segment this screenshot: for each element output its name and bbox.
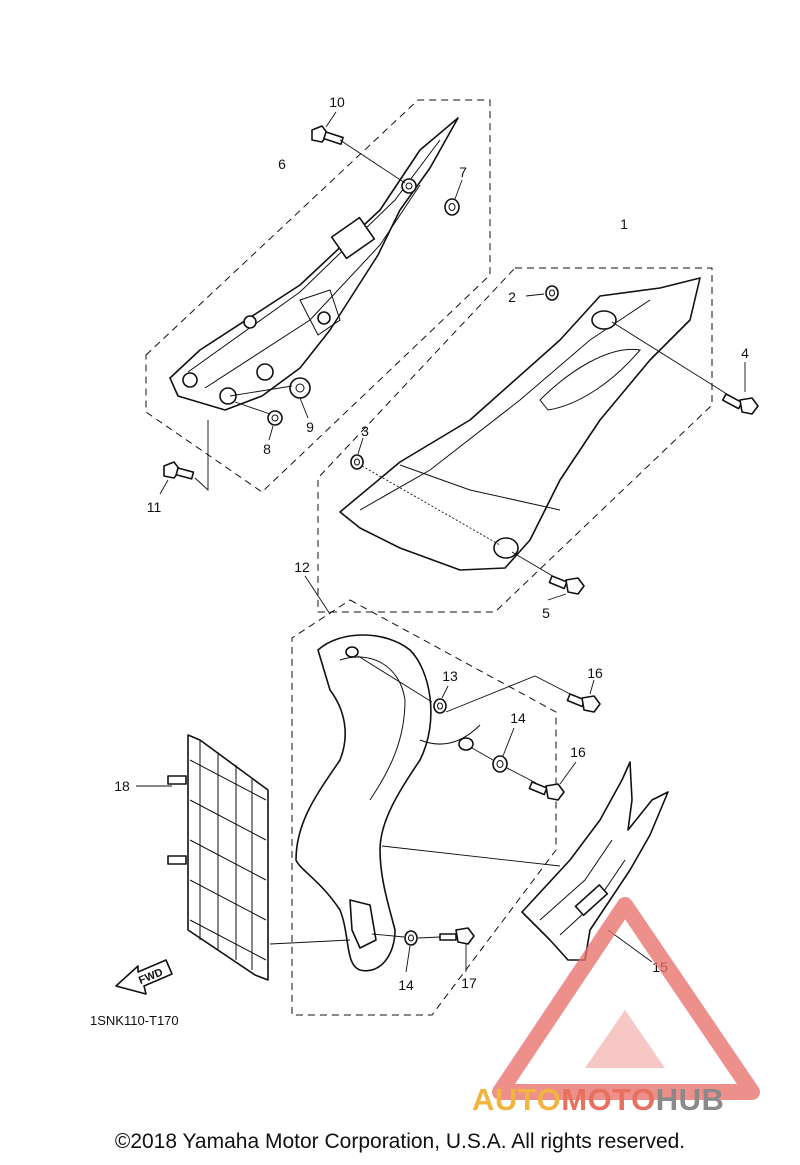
- part-12-side-panel: [291, 575, 557, 1016]
- automotohub-logo-mark: [492, 897, 760, 1100]
- part-15-decal: [381, 761, 669, 963]
- callout-18: 18: [114, 778, 130, 794]
- bolt-5: [511, 551, 585, 601]
- washer-3: [350, 437, 501, 546]
- callout-17: 17: [461, 975, 477, 991]
- callout-3: 3: [361, 423, 369, 439]
- callout-11: 11: [147, 499, 162, 515]
- bolt-16-upper: [445, 675, 601, 713]
- callout-2: 2: [508, 289, 516, 305]
- callout-9: 9: [306, 419, 314, 435]
- callout-14-lower: 14: [398, 977, 414, 993]
- callout-16-upper: 16: [587, 665, 603, 681]
- bolt-4: [611, 321, 759, 415]
- callout-7: 7: [459, 164, 467, 180]
- washer-8: [234, 401, 283, 441]
- automotohub-logo-text: AUTOMOTOHUB: [472, 1082, 724, 1118]
- callout-10: 10: [329, 94, 345, 110]
- washer-2: [525, 285, 559, 301]
- callout-13: 13: [442, 668, 458, 684]
- callout-14-upper: 14: [510, 710, 526, 726]
- washer-9: [229, 377, 311, 419]
- forward-direction-arrow: FWD: [115, 959, 173, 995]
- callout-1: 1: [620, 216, 628, 232]
- callout-8: 8: [263, 441, 271, 457]
- bolt-17: [417, 927, 475, 972]
- washer-14-upper: [471, 727, 515, 773]
- part-1-side-cover-right: [317, 267, 713, 613]
- callout-numbers: 10 6 7 1 2 4 9 3 8 11 12 5 13 16 14 16 1…: [114, 94, 749, 993]
- bolt-11: [159, 420, 209, 495]
- washer-7: [444, 179, 463, 216]
- copyright-notice: ©2018 Yamaha Motor Corporation, U.S.A. A…: [114, 1130, 686, 1153]
- washer-14-lower: [371, 930, 418, 973]
- callout-12: 12: [294, 559, 310, 575]
- bolt-10: [311, 111, 406, 184]
- callout-4: 4: [741, 345, 749, 361]
- logo-text-hub: HUB: [655, 1082, 725, 1117]
- bolt-16-lower: [506, 761, 577, 801]
- callout-5: 5: [542, 605, 550, 621]
- callout-16-lower: 16: [570, 744, 586, 760]
- diagram-code: 1SNK110-T170: [90, 1013, 179, 1028]
- logo-text-auto: AUTO: [472, 1082, 562, 1117]
- part-18-radiator-guard: [136, 734, 351, 981]
- callout-6: 6: [278, 156, 286, 172]
- washer-13: [357, 655, 449, 714]
- logo-text-moto: MOTO: [561, 1082, 656, 1117]
- part-6-side-cover-left: [145, 99, 491, 493]
